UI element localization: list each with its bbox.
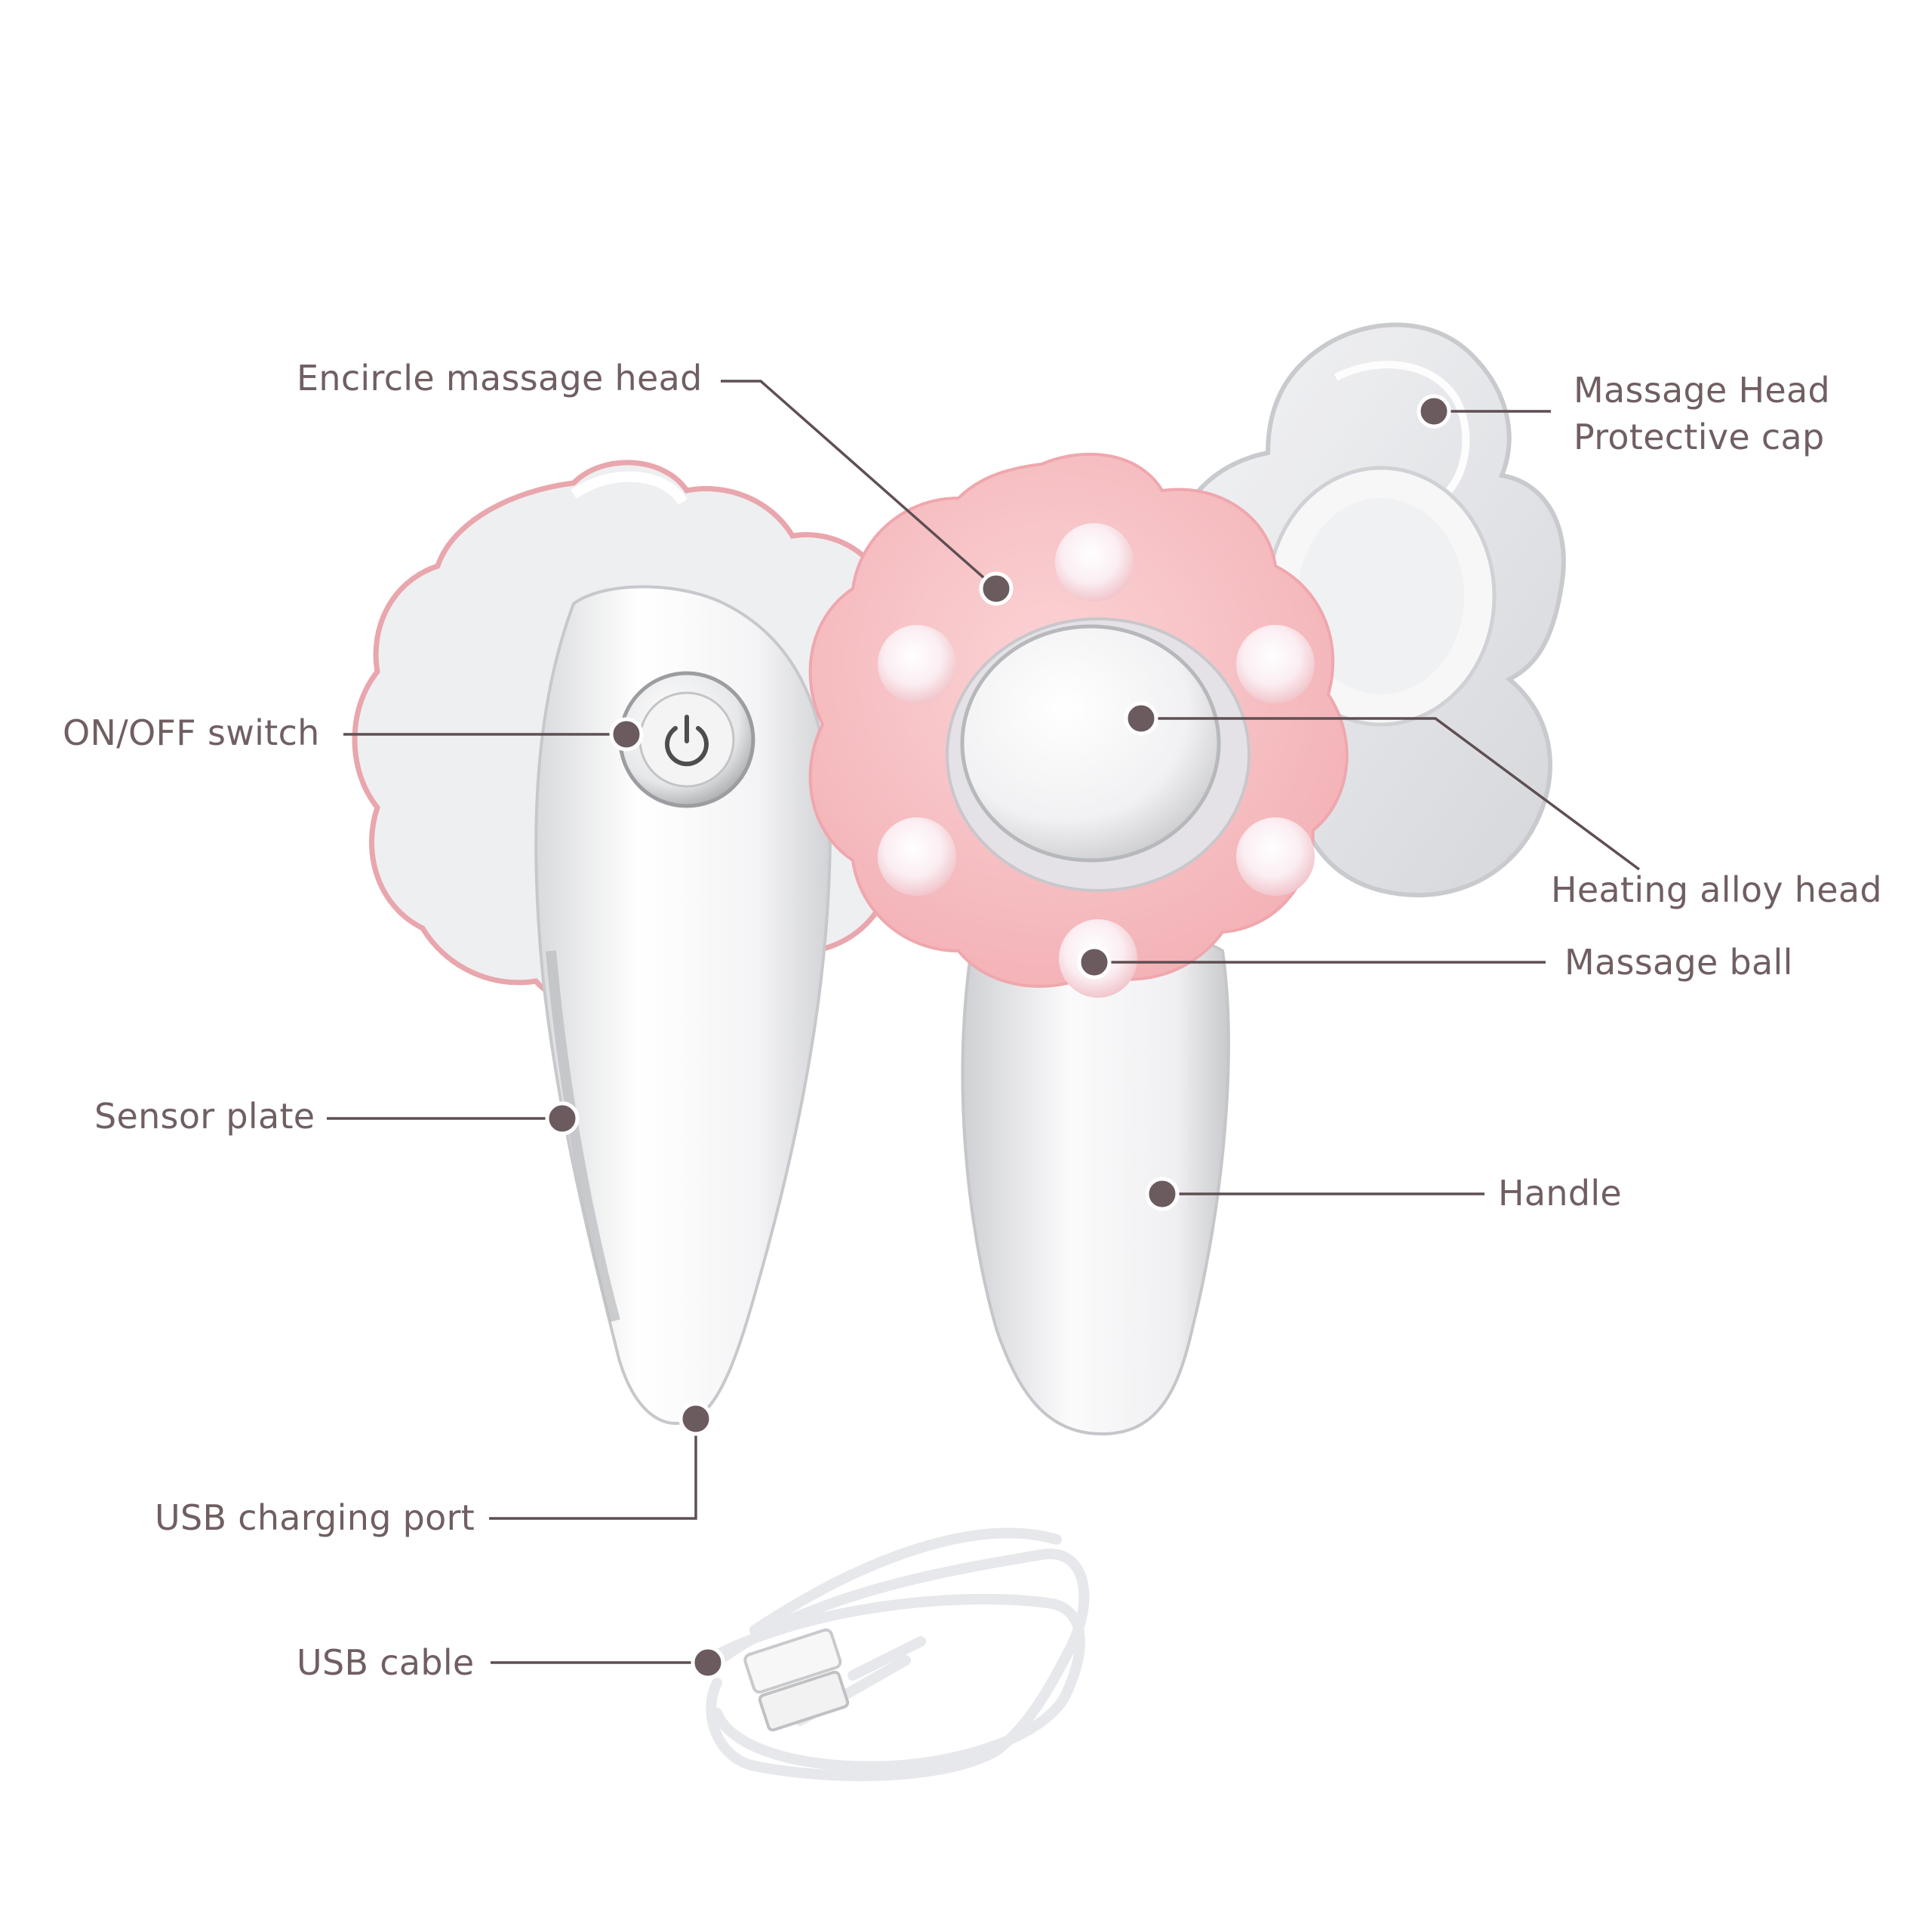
label-on-off-switch: ON/OFF switch [63,712,320,753]
label-handle: Handle [1498,1173,1623,1214]
marker-usb-charging-port [678,1401,713,1436]
label-massage-ball: Massage ball [1564,942,1793,983]
marker-protective-cap [1417,394,1451,429]
marker-encircle-massage-head [979,571,1014,606]
marker-dots [545,394,1451,1680]
label-cap-line1: Massage Head [1574,370,1830,411]
marker-on-off-switch [609,717,644,752]
marker-massage-ball [1077,945,1112,980]
leader-lines [327,380,1641,1664]
label-sensor-plate: Sensor plate [94,1096,315,1137]
label-heating-alloy-head: Heating alloy head [1551,869,1882,910]
usb-connector [743,1628,850,1732]
marker-usb-cable [691,1645,725,1680]
marker-sensor-plate [545,1101,580,1136]
label-usb-cable: USB cable [297,1642,475,1683]
label-usb-charging-port: USB charging port [155,1497,475,1538]
label-cap-line2: Protective cap [1574,417,1825,457]
usb-cable-illustration [706,1527,1090,1782]
label-massage-head-protective-cap: Massage Head Protective cap [1574,367,1830,460]
right-device [808,452,1349,1436]
power-icon[interactable] [665,715,709,767]
marker-handle [1145,1177,1180,1211]
marker-heating-alloy-head [1124,701,1158,736]
label-encircle-massage-head: Encircle massage head [297,358,703,398]
